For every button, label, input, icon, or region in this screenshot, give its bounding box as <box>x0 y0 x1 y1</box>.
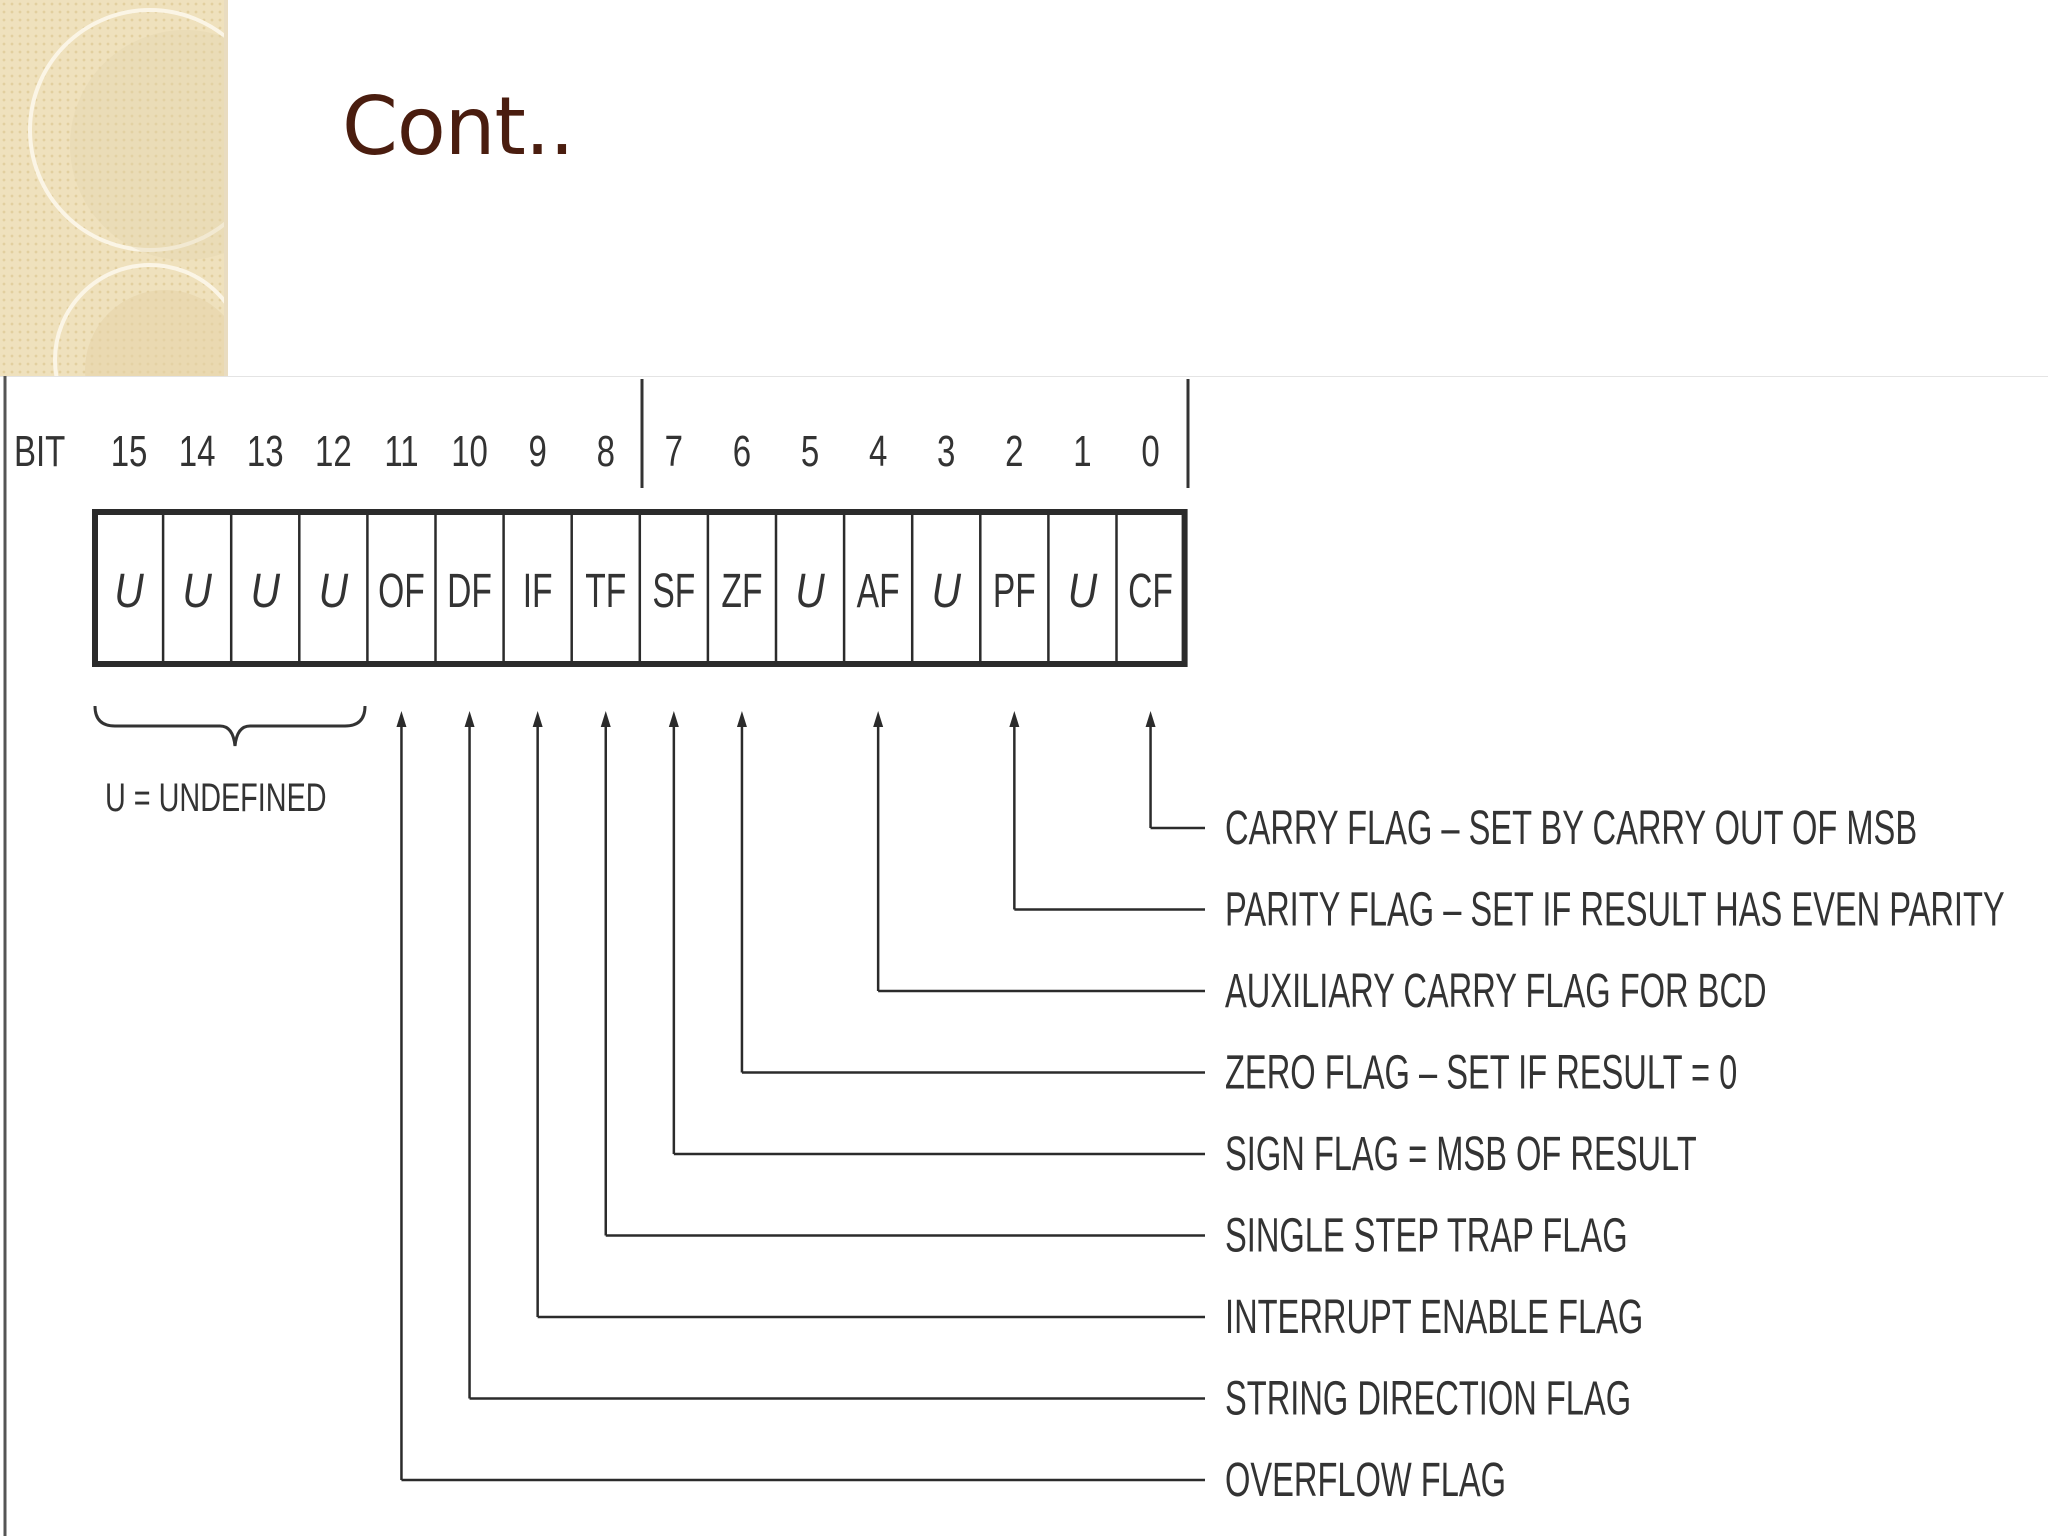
leader-arrowhead <box>873 711 884 727</box>
bit-number: 8 <box>597 428 615 477</box>
leader-arrowhead <box>396 711 407 727</box>
register-cell-label: IF <box>523 563 553 617</box>
bit-number: 7 <box>665 428 683 477</box>
register-cell-label: U <box>182 565 212 618</box>
bit-number: 0 <box>1141 428 1159 477</box>
flag-description: CARRY FLAG – SET BY CARRY OUT OF MSB <box>1225 801 1917 855</box>
bit-number: 9 <box>528 428 546 477</box>
register-cell-label: U <box>1068 565 1098 618</box>
bit-number: 11 <box>384 428 418 477</box>
bit-number: 10 <box>451 428 488 477</box>
register-cell-label: U <box>114 565 144 618</box>
leader-arrowhead <box>668 711 679 727</box>
corner-decoration <box>0 0 300 457</box>
register-cell-label: U <box>319 565 349 618</box>
leader-arrowhead <box>600 711 611 727</box>
register-cell-label: U <box>932 565 962 618</box>
flag-description: AUXILIARY CARRY FLAG FOR BCD <box>1225 964 1767 1018</box>
bit-number: 1 <box>1073 428 1091 477</box>
flag-description: PARITY FLAG – SET IF RESULT HAS EVEN PAR… <box>1225 882 2005 936</box>
flag-description: STRING DIRECTION FLAG <box>1225 1371 1631 1425</box>
leader-arrowhead <box>1145 711 1156 727</box>
undefined-brace <box>93 705 367 747</box>
register-cell-label: ZF <box>721 563 762 617</box>
bit-number: 4 <box>869 428 887 477</box>
register-cell-label: TF <box>585 563 626 617</box>
leader-arrowhead <box>1009 711 1020 727</box>
register-cell-label: PF <box>993 563 1036 617</box>
register-cell-label: U <box>251 565 281 618</box>
flag-description: OVERFLOW FLAG <box>1225 1453 1506 1507</box>
flag-description: SINGLE STEP TRAP FLAG <box>1225 1208 1628 1262</box>
leader-arrowhead <box>736 711 747 727</box>
register-cell-label: OF <box>378 563 425 617</box>
register-cell-label: SF <box>652 563 695 617</box>
flag-description: INTERRUPT ENABLE FLAG <box>1225 1290 1643 1344</box>
leader-arrowhead <box>464 711 475 727</box>
slide-title: Cont.. <box>342 80 575 173</box>
bit-number: 6 <box>733 428 751 477</box>
register-cell-label: CF <box>1128 563 1173 617</box>
register-cell-label: U <box>795 565 825 618</box>
register-cell-label: DF <box>447 563 492 617</box>
undefined-legend: U = UNDEFINED <box>105 775 327 820</box>
bit-number: 3 <box>937 428 955 477</box>
bit-header: BIT <box>14 428 65 477</box>
flag-leader-lines <box>396 711 1205 1482</box>
bit-number: 13 <box>247 428 284 477</box>
flag-description: ZERO FLAG – SET IF RESULT = 0 <box>1225 1045 1737 1099</box>
register-cell-label: AF <box>857 563 900 617</box>
bit-number: 15 <box>111 428 148 477</box>
leader-arrowhead <box>532 711 543 727</box>
bit-number: 5 <box>801 428 819 477</box>
flag-description-list: CARRY FLAG – SET BY CARRY OUT OF MSB PARI… <box>1225 801 2005 1507</box>
bit-number: 12 <box>315 428 352 477</box>
flag-description: SIGN FLAG = MSB OF RESULT <box>1225 1127 1697 1181</box>
bit-number: 2 <box>1005 428 1023 477</box>
bit-number: 14 <box>179 428 216 477</box>
